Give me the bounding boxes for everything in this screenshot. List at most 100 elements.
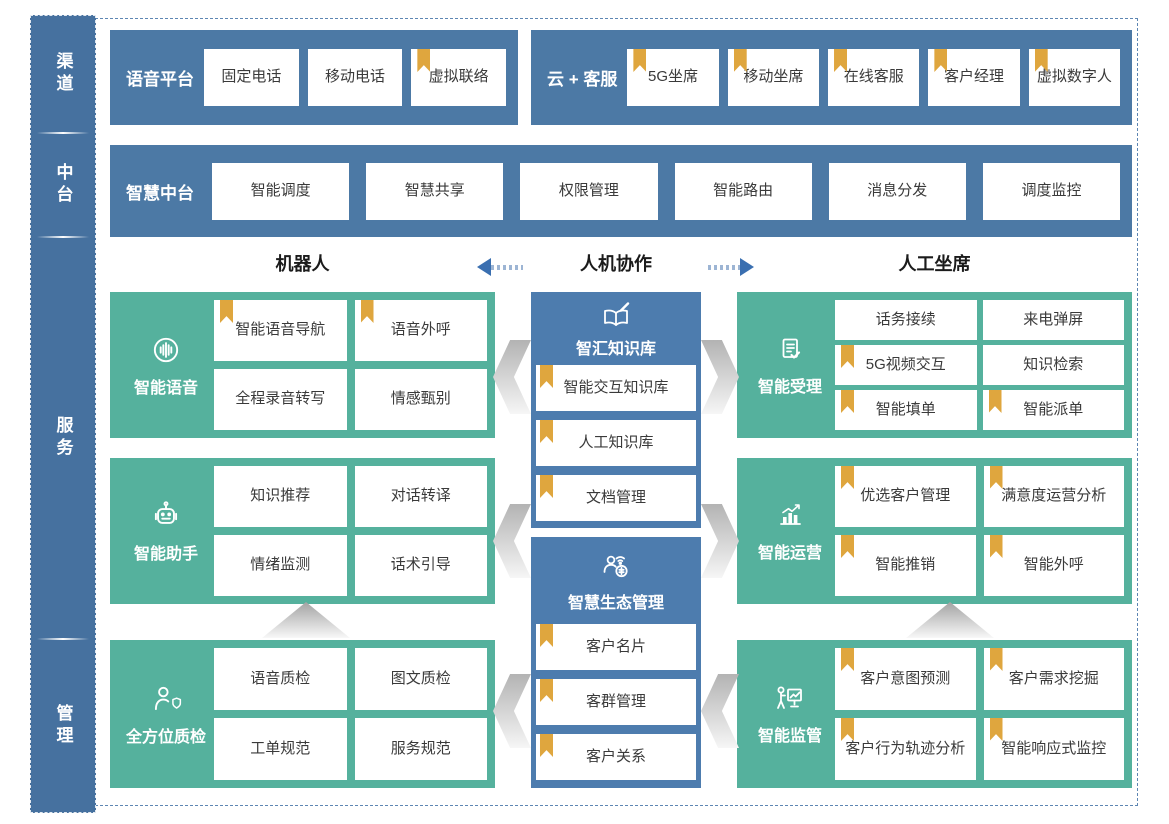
band-title: 智慧中台 <box>126 183 194 203</box>
panel-title: 智能助手 <box>133 545 198 563</box>
feature-box: 语音质检 <box>214 648 347 710</box>
bookmark-icon <box>989 466 1003 489</box>
feature-box: 消息分发 <box>828 162 966 220</box>
feature-label: 人工知识库 <box>578 433 654 451</box>
bookmark-icon <box>989 718 1003 741</box>
bookmark-icon <box>633 49 647 72</box>
feature-box: 智能填单 <box>835 390 977 430</box>
panel-quality-inspection: 全方位质检 语音质检 图文质检 工单规范 服务规范 <box>110 640 495 788</box>
bookmark-icon <box>841 648 854 671</box>
band-title: 语音平台 <box>126 70 194 89</box>
feature-box: 移动坐席 <box>727 49 820 106</box>
feature-box: 人工知识库 <box>536 420 696 466</box>
feature-label: 智能派单 <box>1023 400 1084 418</box>
chart-growth-icon <box>774 500 806 532</box>
sidebar: 渠道 中台 服务 管理 <box>30 15 96 813</box>
feature-label: 智能外呼 <box>1023 556 1084 574</box>
bookmark-icon <box>1034 49 1048 72</box>
feature-label: 优选客户管理 <box>860 487 951 505</box>
feature-label: 智能路由 <box>713 181 774 199</box>
feature-box: 智能交互知识库 <box>536 365 696 411</box>
robot-icon <box>149 499 183 533</box>
feature-box: 智能派单 <box>982 390 1124 430</box>
feature-box: 权限管理 <box>520 162 658 220</box>
collab-header-robot: 机器人 <box>275 254 330 274</box>
feature-box: 固定电话 <box>204 49 299 106</box>
feature-box: 虚拟联络 <box>411 49 507 106</box>
feature-box: 虚拟数字人 <box>1028 49 1121 106</box>
feature-label: 智能响应式监控 <box>1001 739 1107 757</box>
feature-label: 工单规范 <box>250 739 311 757</box>
feature-label: 虚拟数字人 <box>1036 68 1112 86</box>
bookmark-icon <box>841 466 854 489</box>
band-cloud-service: 云 + 客服 5G坐席 移动坐席 在线客服 客户经理 虚拟数字人 <box>531 30 1132 125</box>
bookmark-icon <box>540 734 553 757</box>
panel-eco-management: 智慧生态管理 客户名片 客群管理 客户关系 <box>531 537 701 788</box>
bookmark-icon <box>417 49 431 72</box>
feature-box: 话务接续 <box>835 300 977 340</box>
bookmark-icon <box>934 49 948 72</box>
bookmark-icon <box>841 535 854 558</box>
feature-label: 语音质检 <box>250 669 311 687</box>
feature-label: 客户意图预测 <box>860 669 951 687</box>
bookmark-icon <box>733 49 747 72</box>
bookmark-icon <box>989 648 1003 671</box>
feature-label: 在线客服 <box>843 68 904 86</box>
feature-box: 全程录音转写 <box>214 369 347 430</box>
feature-box: 图文质检 <box>354 648 487 710</box>
feature-label: 对话转译 <box>390 487 451 505</box>
feature-box: 优选客户管理 <box>835 466 976 527</box>
feature-box: 客户经理 <box>928 49 1020 106</box>
bookmark-icon <box>989 535 1003 558</box>
feature-label: 5G视频交互 <box>865 355 946 373</box>
document-check-icon <box>774 334 806 366</box>
feature-label: 客户经理 <box>944 68 1005 86</box>
feature-label: 客户需求挖掘 <box>1008 669 1099 687</box>
feature-box: 移动电话 <box>307 49 403 106</box>
panel-title: 智汇知识库 <box>575 341 656 358</box>
feature-box: 5G坐席 <box>627 49 719 106</box>
feature-label: 文档管理 <box>585 488 646 506</box>
voice-wave-icon <box>149 333 183 367</box>
panel-title: 智能运营 <box>757 544 822 562</box>
panel-title: 全方位质检 <box>125 728 206 746</box>
feature-label: 客群管理 <box>585 692 646 710</box>
feature-box: 情绪监测 <box>214 535 347 596</box>
panel-title: 智能语音 <box>133 379 198 397</box>
sidebar-item-midplatform: 中台 <box>31 134 95 236</box>
feature-label: 话务接续 <box>875 310 936 328</box>
panel-title: 智能受理 <box>757 378 822 396</box>
bookmark-icon <box>841 390 854 413</box>
feature-label: 知识推荐 <box>250 487 311 505</box>
collab-header-agent: 人工坐席 <box>898 254 971 274</box>
feature-label: 情绪监测 <box>250 556 311 574</box>
feature-label: 客户行为轨迹分析 <box>845 739 966 757</box>
feature-label: 固定电话 <box>221 68 282 86</box>
feature-box: 智能外呼 <box>983 535 1124 596</box>
presenter-chart-icon <box>773 683 807 715</box>
eco-person-icon <box>598 552 634 586</box>
dashed-arrow-left-icon <box>477 258 523 276</box>
panel-smart-assistant: 智能助手 知识推荐 对话转译 情绪监测 话术引导 <box>110 458 495 604</box>
feature-box: 智能响应式监控 <box>983 718 1124 780</box>
feature-box: 智慧共享 <box>366 162 504 220</box>
feature-label: 服务规范 <box>390 739 451 757</box>
feature-label: 满意度运营分析 <box>1001 487 1107 505</box>
feature-box: 智能调度 <box>212 162 350 220</box>
feature-box: 语音外呼 <box>354 300 487 361</box>
bookmark-icon <box>540 679 553 702</box>
feature-label: 智能调度 <box>250 181 311 199</box>
feature-box: 来电弹屏 <box>982 300 1124 340</box>
panel-title: 智能监管 <box>757 727 822 745</box>
feature-label: 5G坐席 <box>648 68 699 86</box>
feature-box: 工单规范 <box>214 718 347 780</box>
collab-header-center: 人机协作 <box>580 254 652 274</box>
bookmark-icon <box>360 300 374 323</box>
feature-label: 图文质检 <box>390 669 451 687</box>
feature-label: 智能推销 <box>875 556 936 574</box>
bookmark-icon <box>540 475 553 498</box>
divider <box>37 132 89 134</box>
feature-label: 移动坐席 <box>743 68 804 86</box>
feature-box: 调度监控 <box>982 162 1121 220</box>
